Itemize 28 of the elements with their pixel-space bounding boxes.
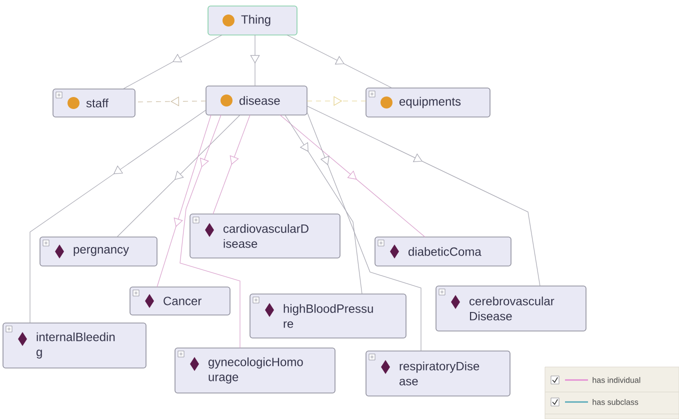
arrow xyxy=(122,34,222,90)
arrow xyxy=(30,110,206,324)
arrow xyxy=(280,114,426,238)
individual-box: diabeticComa xyxy=(374,236,512,266)
legend-text: has individual xyxy=(592,377,640,383)
arrow xyxy=(284,114,362,294)
arrow xyxy=(180,114,240,348)
class-box: Thing xyxy=(208,6,298,36)
arrow xyxy=(250,34,260,86)
class-box: staff xyxy=(52,88,136,118)
individual-box: cardiovascularD isease xyxy=(190,214,340,258)
arrow xyxy=(306,112,422,352)
class-box: disease xyxy=(206,86,308,116)
arrow xyxy=(212,114,250,214)
individual-box: pergnancy xyxy=(40,236,158,266)
arrow xyxy=(156,114,212,288)
arrow xyxy=(286,34,392,88)
legend-text: has subclass xyxy=(592,399,638,405)
individual-box: respiratoryDise ase xyxy=(366,350,510,396)
arrow xyxy=(306,96,366,106)
individual-box: cerebrovascular Disease xyxy=(436,286,586,332)
individual-box: highBloodPressu re xyxy=(250,294,406,338)
arrow xyxy=(306,106,540,286)
arrow xyxy=(116,114,240,238)
individual-box: gynecologicHomo urage xyxy=(174,348,336,394)
individual-box: internalBleedin g xyxy=(2,322,146,368)
individual-box: Cancer xyxy=(130,286,230,316)
class-box: equipments xyxy=(366,88,490,118)
